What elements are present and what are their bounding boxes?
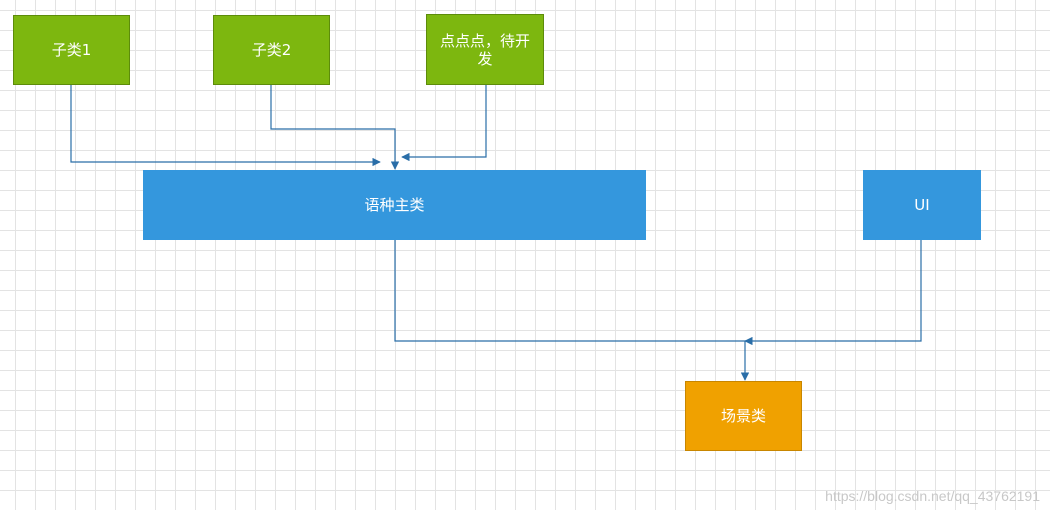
node-subclass2-label: 子类2 [251,41,292,59]
node-subclass1-label: 子类1 [51,41,92,59]
node-ui-label: UI [914,196,930,214]
node-subclass2[interactable]: 子类2 [213,15,330,85]
edge-ui-to-scene [744,240,922,346]
edge-main-to-scene [394,240,750,381]
watermark: https://blog.csdn.net/qq_43762191 [825,488,1040,504]
node-pending[interactable]: 点点点，待开发 [426,14,544,85]
node-scene-class-label: 场景类 [720,407,766,425]
edge-pending-to-main [401,85,487,162]
node-subclass1[interactable]: 子类1 [13,15,130,85]
edge-subclass2-to-main [270,85,400,170]
node-main-class[interactable]: 语种主类 [143,170,646,240]
node-ui[interactable]: UI [863,170,981,240]
edge-subclass1-to-main [70,85,381,167]
node-pending-label: 点点点，待开发 [439,31,530,68]
node-scene-class[interactable]: 场景类 [685,381,802,451]
node-main-class-label: 语种主类 [364,196,425,214]
